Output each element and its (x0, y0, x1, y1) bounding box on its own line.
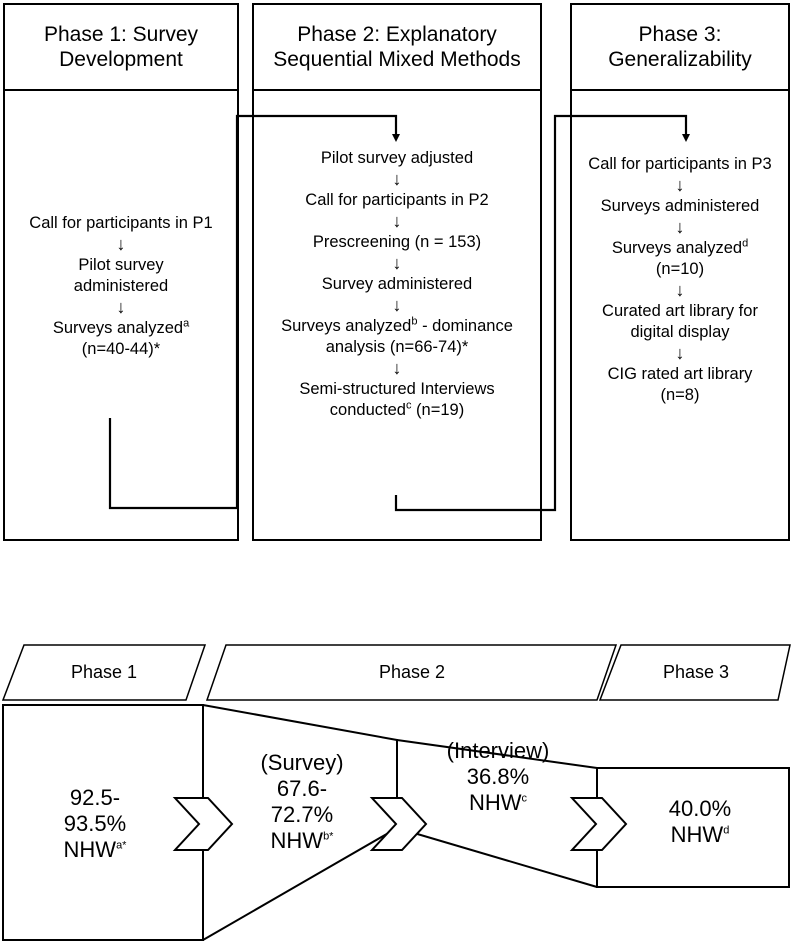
banner-phase3: Phase 3 (662, 662, 730, 682)
phase2-interview-pct: (Interview) 36.8% NHWc (418, 734, 578, 820)
phase3-step-administered: Surveys administered (600, 197, 760, 215)
footnote-d: d (742, 237, 749, 250)
phase3-step-library: Curated art library for digital display (602, 302, 758, 341)
phase3-title: Phase 3: Generalizability (608, 23, 752, 71)
phase2-step-adjusted: Pilot survey adjusted (320, 149, 474, 167)
survey-pct-line1: 67.6- (276, 776, 328, 801)
phase1-pct-nhw: NHW (63, 837, 117, 862)
phase2-step-call: Call for participants in P2 (305, 191, 489, 209)
down-arrow-icon: ↓ (392, 211, 402, 231)
phase2-steps: Pilot survey adjusted ↓ Call for partici… (256, 148, 538, 421)
down-arrow-icon: ↓ (392, 169, 402, 189)
down-arrow-icon: ↓ (392, 358, 402, 378)
survey-pct-line3: NHWb* (271, 828, 334, 854)
phase1-step-pilot: Pilot survey administered (73, 256, 169, 295)
phase2-banner-shape (205, 644, 618, 701)
phase2-step-interviews: Semi-structured Interviews conductedc (n… (282, 379, 512, 421)
survey-pct-nhw: NHW (270, 828, 324, 853)
phase1-title: Phase 1: Survey Development (43, 23, 199, 71)
phase3-step-analyzed-n: (n=10) (655, 260, 705, 278)
phase1-pct-sup: a* (116, 839, 127, 852)
phase3-pct-line1: 40.0% (668, 796, 732, 821)
connector-p2-p3 (394, 114, 690, 512)
phase3-pct-line2: NHWd (671, 822, 730, 848)
phase2-title: Phase 2: Explanatory Sequential Mixed Me… (273, 23, 521, 71)
down-arrow-icon: ↓ (392, 295, 402, 315)
phase2-step-prescreening: Prescreening (n = 153) (312, 233, 482, 251)
interview-pct-line1: 36.8% (466, 764, 530, 789)
interview-pct-sup: c (521, 792, 528, 805)
phase3-pct: 40.0% NHWd (620, 790, 780, 854)
chevron-right-icon (569, 797, 628, 851)
phase1-pct-line2: 93.5% (63, 811, 127, 836)
survey-pct-line2: 72.7% (270, 802, 334, 827)
phase3-pct-sup: d (723, 824, 730, 837)
phase3-body-box (570, 89, 790, 541)
phase1-step-analyzed: Surveys analyzeda (n=40-44)* (53, 318, 189, 360)
phase1-banner-shape (1, 644, 207, 701)
phase1-step-call: Call for participants in P1 (29, 214, 213, 232)
interview-label: (Interview) (446, 738, 550, 763)
phase3-step-call: Call for participants in P3 (588, 155, 772, 173)
survey-pct-sup: b* (323, 830, 334, 843)
down-arrow-icon: ↓ (675, 175, 685, 195)
phase3-step-analyzed: Surveys analyzedd (n=10) (612, 238, 748, 280)
phase3-step-analyzed-text: Surveys analyzed (611, 239, 743, 257)
chevron-right-icon (369, 797, 428, 851)
interview-pct-line2: NHWc (469, 790, 527, 816)
phase2-step-analyzed-text: Surveys analyzed (281, 317, 412, 335)
phase3-step-rated: CIG rated art library (n=8) (607, 365, 753, 404)
phase1-pct-line3: NHWa* (64, 837, 127, 863)
survey-segment (202, 704, 398, 941)
down-arrow-icon: ↓ (116, 234, 126, 254)
phase1-step-analyzed-text: Surveys analyzed (52, 319, 184, 337)
phase2-step-analyzed-detail: - dominance analysis (n=66-74)* (325, 317, 513, 356)
phase1-pct-line1: 92.5- (69, 785, 121, 810)
banner-phase1: Phase 1 (70, 662, 138, 682)
phase3-pct-nhw: NHW (670, 822, 724, 847)
phase2-step-interviews-text: Semi-structured Interviews conducted (299, 380, 495, 419)
interview-pct-nhw: NHW (468, 790, 522, 815)
down-arrow-icon: ↓ (116, 297, 126, 317)
down-arrow-icon: ↓ (675, 217, 685, 237)
phase2-survey-pct: (Survey) 67.6- 72.7% NHWb* (232, 736, 372, 868)
phase3-banner-shape (598, 644, 791, 701)
phase2-body-box (252, 89, 542, 541)
phase3-steps: Call for participants in P3 ↓ Surveys ad… (574, 154, 786, 406)
phase1-steps: Call for participants in P1 ↓ Pilot surv… (14, 213, 228, 360)
down-arrow-icon: ↓ (392, 253, 402, 273)
phase1-step-analyzed-n: (n=40-44)* (81, 340, 161, 358)
phase2-step-survey: Survey administered (321, 275, 473, 293)
phase2-step-interviews-n: (n=19) (411, 401, 465, 419)
phase2-step-analyzed: Surveys analyzedb - dominance analysis (… (272, 316, 522, 358)
down-arrow-icon: ↓ (675, 343, 685, 363)
footnote-c: c (405, 399, 412, 412)
connector-p1-p2 (108, 114, 400, 510)
phase1-pct: 92.5- 93.5% NHWa* (20, 770, 170, 878)
banner-phase2: Phase 2 (378, 662, 446, 682)
down-arrow-icon: ↓ (675, 280, 685, 300)
survey-label: (Survey) (260, 750, 344, 775)
footnote-b: b (411, 315, 418, 328)
footnote-a: a (183, 317, 190, 330)
chevron-right-icon (172, 797, 234, 851)
